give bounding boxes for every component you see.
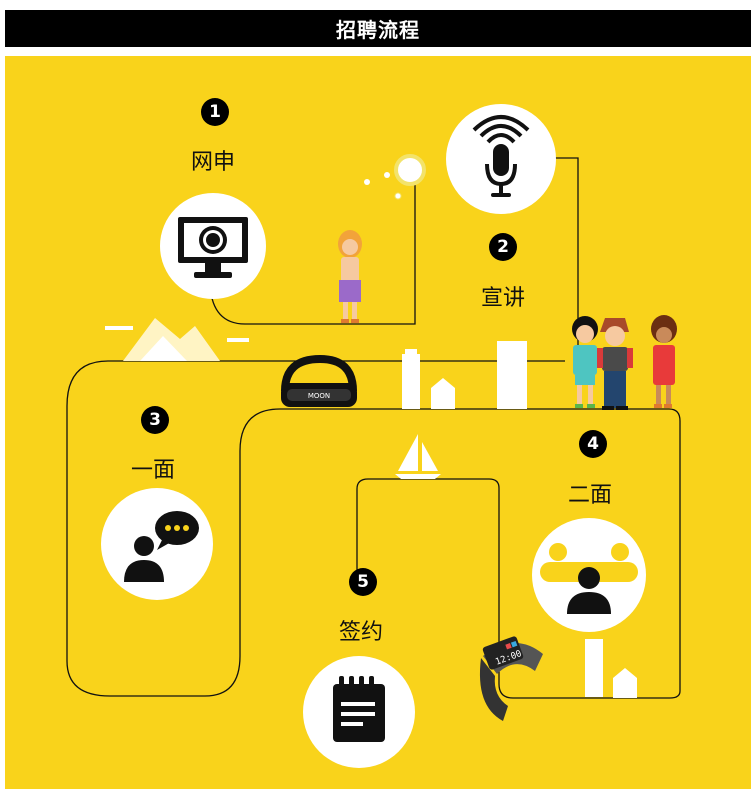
chat-person-icon [124, 511, 199, 582]
step-3-number: 3 [141, 406, 169, 434]
smartwatch-decoration: 12:00 [479, 636, 543, 721]
step-4-number: 4 [579, 430, 607, 458]
step-3-circle [101, 488, 213, 600]
person-figure [338, 230, 362, 323]
person-figure [597, 318, 633, 410]
step-4-label: 二面 [568, 483, 613, 508]
bubble-decoration [394, 154, 426, 186]
process-path-svg: MOON 12:00 [66, 154, 681, 721]
person-figure [651, 315, 677, 408]
step-2-number: 2 [489, 233, 517, 261]
step-5-circle [303, 656, 415, 768]
step-2-circle [446, 104, 556, 214]
page-title: 招聘流程 [336, 18, 420, 42]
step-1-label: 网申 [191, 150, 236, 175]
notepad-icon [333, 676, 385, 742]
vr-headset-decoration: MOON [281, 354, 357, 407]
mountains-decoration [105, 318, 249, 361]
step-5-label: 签约 [339, 620, 384, 645]
microphone-icon [472, 115, 530, 197]
step-2-label: 宣讲 [481, 286, 526, 311]
sailboat-decoration [395, 434, 441, 479]
title-bar: 招聘流程 [5, 10, 751, 47]
person-figure [572, 316, 598, 408]
step-3-label: 一面 [131, 458, 176, 483]
building-decoration [402, 341, 637, 698]
step-4-circle [532, 518, 646, 632]
bubble-decoration [394, 192, 402, 200]
bubble-decoration [384, 172, 390, 178]
step-5-number: 5 [349, 568, 377, 596]
bubble-decoration [364, 179, 370, 185]
step-1-number: 1 [201, 98, 229, 126]
vr-headset-text: MOON [308, 392, 330, 400]
process-board: MOON 12:00 [5, 56, 751, 789]
group-interview-icon [540, 543, 638, 614]
step-1-circle [160, 193, 266, 299]
monitor-icon [178, 217, 248, 278]
